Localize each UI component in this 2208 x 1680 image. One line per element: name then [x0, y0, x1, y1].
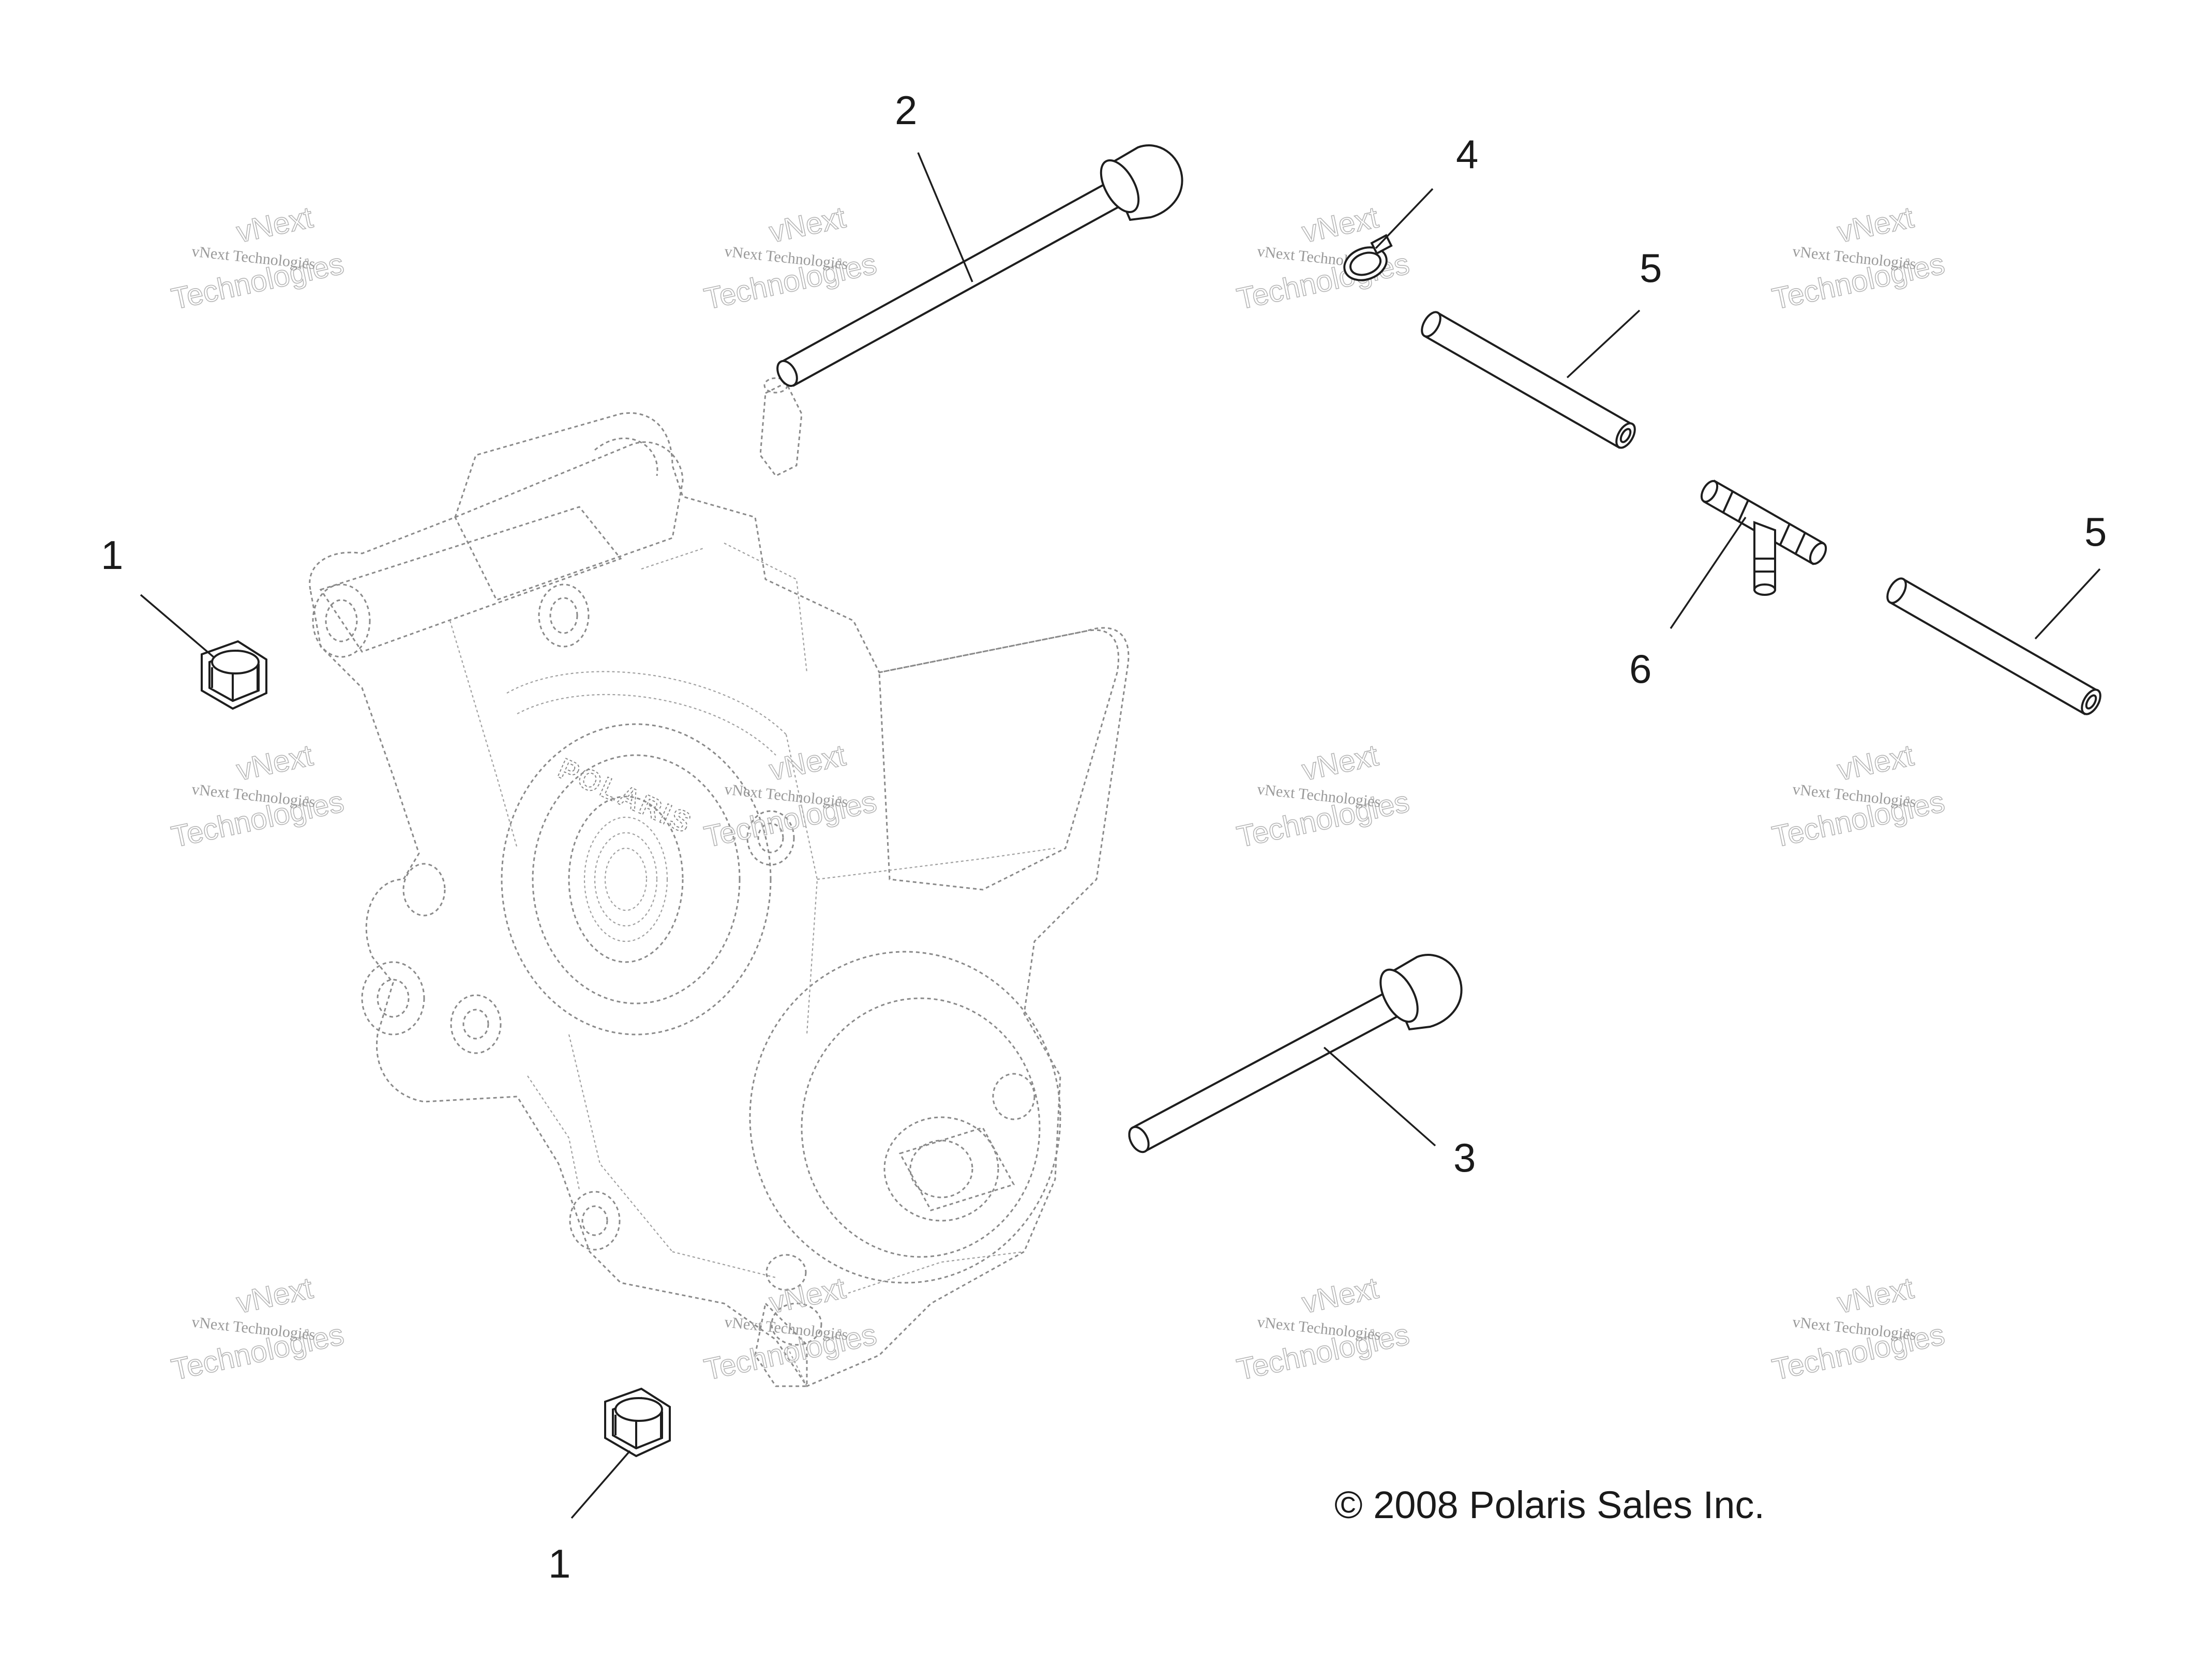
watermark-line-top: vNext — [767, 739, 849, 787]
watermark-line-top: vNext — [767, 201, 849, 249]
watermark-line-top: vNext — [1835, 739, 1917, 787]
callout-5-lower: 5 — [2084, 509, 2107, 554]
hose-clamp-icon — [1343, 234, 1393, 281]
watermark-line-top: vNext — [1299, 1271, 1381, 1320]
flange-nut-icon — [201, 640, 267, 710]
watermark-line-top: vNext — [1835, 201, 1917, 249]
watermark-line-top: vNext — [234, 1271, 316, 1320]
leader-lines — [140, 152, 2101, 1519]
watermark-line-top: vNext — [234, 201, 316, 249]
copyright-notice: © 2008 Polaris Sales Inc. — [1334, 1483, 1765, 1526]
flange-nut-icon — [604, 1387, 671, 1458]
hose-icon — [1421, 311, 1636, 449]
watermark-line-top: vNext — [1299, 739, 1381, 787]
copyright-text: © 2008 Polaris Sales Inc. — [1334, 1483, 1765, 1526]
callout-1-lower: 1 — [548, 1541, 570, 1586]
bolt-icon — [776, 144, 1183, 387]
callout-3: 3 — [1453, 1135, 1476, 1180]
watermark-line-top: vNext — [1299, 201, 1381, 249]
hose-icon — [1886, 577, 2101, 715]
gearcase-housing: POLARIS — [309, 377, 1130, 1387]
watermark-line-top: vNext — [234, 739, 316, 787]
callout-2: 2 — [895, 87, 917, 133]
tee-fitting-icon — [1700, 479, 1827, 596]
callout-1-upper: 1 — [101, 532, 123, 578]
bolt-icon — [1128, 954, 1463, 1153]
callouts: 1 1 2 3 4 5 5 6 — [101, 87, 2107, 1586]
callout-6: 6 — [1629, 646, 1651, 692]
callout-4: 4 — [1456, 131, 1478, 177]
callout-5-upper: 5 — [1640, 245, 1662, 291]
watermark-line-top: vNext — [1835, 1271, 1917, 1320]
watermark-line-top: vNext — [767, 1271, 849, 1320]
